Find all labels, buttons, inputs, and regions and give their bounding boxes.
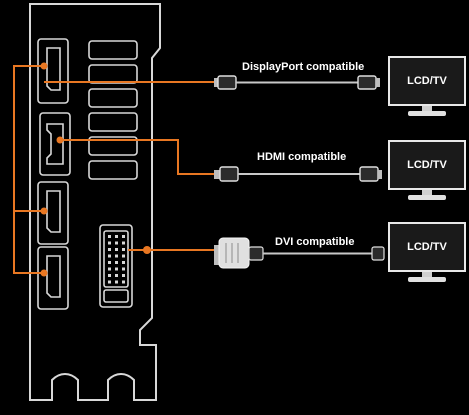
- dvi-pin: [122, 235, 125, 238]
- dvi-pin: [108, 235, 111, 238]
- dvi-pin: [108, 261, 111, 264]
- monitor-screen: LCD/TV: [388, 222, 466, 272]
- dvi-pin: [115, 274, 118, 277]
- dvi-pin: [108, 248, 111, 251]
- dvi-label: DVI compatible: [275, 236, 355, 248]
- dvi-pin: [115, 235, 118, 238]
- displayport-port-icon: [37, 38, 69, 104]
- hdmi-port-icon: [39, 112, 71, 176]
- hdmi-cable: [214, 166, 382, 182]
- monitor-stand: [422, 272, 432, 278]
- dvi-pin: [108, 254, 111, 258]
- monitor-stand: [422, 190, 432, 196]
- displayport-label: DisplayPort compatible: [242, 61, 365, 73]
- dvi-pin: [108, 267, 111, 271]
- displayport-port-icon: [37, 246, 69, 310]
- monitor-label: LCD/TV: [407, 241, 447, 253]
- dvi-pin: [122, 254, 125, 258]
- dvi-pin: [122, 280, 125, 284]
- dvi-pin: [122, 261, 125, 264]
- connection-lines: [13, 65, 214, 274]
- monitor-icon: LCD/TV: [388, 140, 469, 203]
- dvi-pin: [108, 274, 111, 277]
- dvi-pin: [115, 248, 118, 251]
- dvi-pin: [115, 267, 118, 271]
- connection-dots: [40, 62, 151, 277]
- dvi-port-icon: [99, 224, 133, 308]
- displayport-cable: [214, 75, 380, 90]
- displayport-port-icon: [37, 181, 69, 245]
- dvi-pin-grid: [108, 235, 125, 284]
- dvi-pin: [115, 261, 118, 264]
- monitor-screen: LCD/TV: [388, 140, 466, 190]
- monitor-base: [408, 111, 446, 116]
- dvi-cable: [214, 237, 385, 269]
- hdmi-label: HDMI compatible: [257, 151, 347, 163]
- dvi-pin: [115, 254, 118, 258]
- monitor-label: LCD/TV: [407, 75, 447, 87]
- monitor-stand: [422, 106, 432, 112]
- dvi-pin: [122, 274, 125, 277]
- dvi-pin: [122, 267, 125, 271]
- dvi-pin: [115, 241, 118, 245]
- io-bracket-outline: [29, 3, 161, 401]
- dvi-pin: [108, 280, 111, 284]
- dvi-pin: [108, 241, 111, 245]
- monitor-icon: LCD/TV: [388, 56, 469, 119]
- dvi-pin: [115, 280, 118, 284]
- monitor-icon: LCD/TV: [388, 222, 469, 285]
- dvi-pin: [122, 241, 125, 245]
- monitor-base: [408, 195, 446, 200]
- dvi-pin: [122, 248, 125, 251]
- monitor-base: [408, 277, 446, 282]
- monitor-screen: LCD/TV: [388, 56, 466, 106]
- monitor-label: LCD/TV: [407, 159, 447, 171]
- vent-slots: [88, 40, 138, 180]
